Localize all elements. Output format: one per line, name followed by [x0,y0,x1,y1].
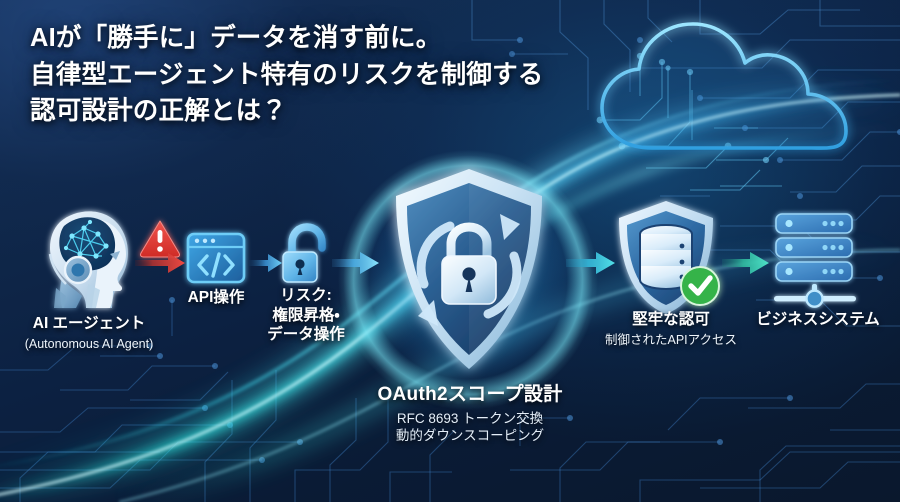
green-check-badge-icon [680,266,720,306]
title-line-1: AIが「勝手に」データを消す前に。 [30,24,442,52]
page-title: AIが「勝手に」データを消す前に。 自律型エージェント特有のリスクを制御する 認… [30,20,590,130]
node-label-system: ビジネスシステム [736,310,900,330]
risk-title: リスク: 権限昇格・ データ操作 [267,287,345,344]
ai-robot-head-icon [36,204,148,316]
title-line-2: 自律型エージェント特有のリスクを制御する [30,60,544,89]
agent-title: AI エージェント [32,315,146,332]
api-title: API操作 [187,289,245,306]
node-label-agent: AI エージェント (Autonomous AI Agent) [0,314,178,352]
arrow-center-to-authz [566,250,616,276]
arrow-agent-to-api [135,250,187,276]
arrow-risk-to-center [332,250,380,276]
title-line-3: 認可設計の正解とは？ [30,97,288,126]
shield-lock-refresh-icon [388,166,550,374]
agent-subtitle: (Autonomous AI Agent) [24,336,154,351]
node-label-risk: リスク: 権限昇格・ データ操作 [266,286,346,345]
authz-subtitle: 制御されたAPIアクセス [604,332,738,347]
open-padlock-icon [279,223,329,286]
cloud-circuit-icon [590,22,880,187]
arrow-authz-to-system [722,250,770,276]
shield-database-check-icon [614,198,726,318]
node-label-api: API操作 [156,288,276,308]
center-subtitle-1: RFC 8693 トークン交換 [396,410,544,426]
arrow-api-to-risk [249,252,283,274]
server-rack-icon [770,212,862,308]
center-subtitle-2: 動的ダウンスコーピング [395,428,545,444]
system-title: ビジネスシステム [756,311,880,328]
code-window-icon [186,232,246,284]
